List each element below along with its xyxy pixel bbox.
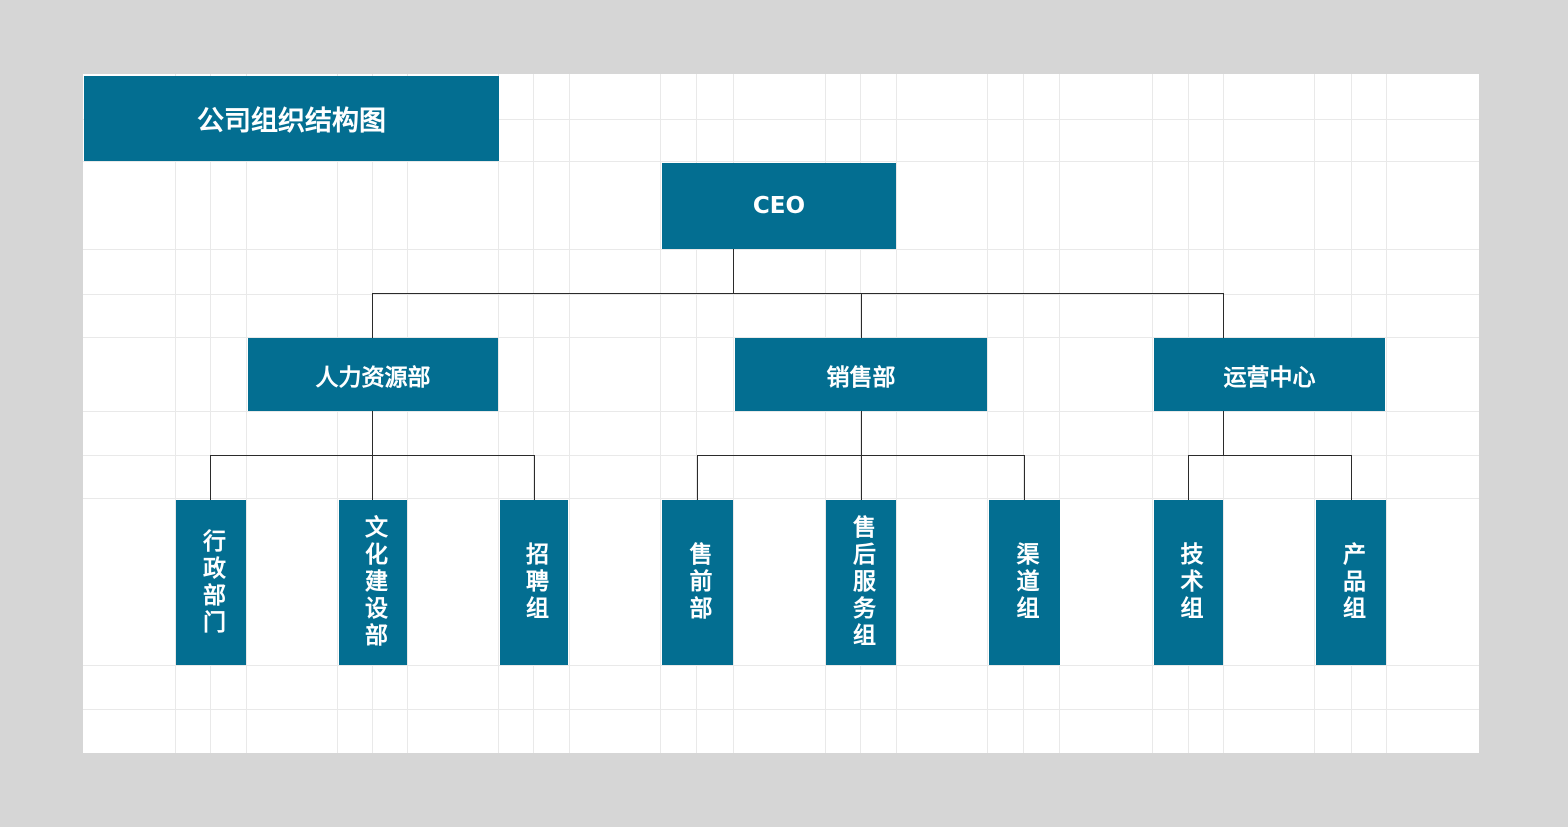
connector-to-admin — [210, 455, 211, 500]
grid-line — [1152, 74, 1153, 753]
connector-ops-down — [1223, 411, 1224, 456]
grid-line — [825, 74, 826, 753]
grid-line — [83, 498, 1479, 499]
grid-line — [860, 74, 861, 753]
grid-line — [83, 411, 1479, 412]
grid-line — [83, 161, 1479, 162]
grid-line — [83, 119, 1479, 120]
grid-line — [1386, 74, 1387, 753]
grid-line — [896, 74, 897, 753]
node-team-aftersales: 售后服务组 — [826, 500, 896, 665]
grid-line — [1059, 74, 1060, 753]
node-team-recruit: 招聘组 — [500, 500, 568, 665]
connector-dept-bus — [372, 293, 1224, 294]
grid-line — [83, 294, 1479, 295]
grid-line — [83, 665, 1479, 666]
node-team-channel: 渠道组 — [989, 500, 1060, 665]
grid-line — [175, 74, 176, 753]
connector-to-recruit — [534, 455, 535, 500]
connector-hr-down — [372, 411, 373, 456]
grid-line — [337, 74, 338, 753]
node-ceo: CEO — [662, 163, 896, 249]
connector-to-presales — [697, 455, 698, 500]
grid-line — [1314, 74, 1315, 753]
connector-to-culture — [372, 455, 373, 500]
org-chart-canvas: 公司组织结构图 CEO 人力资源部 销售部 运营中心 行政部门 文化建设部 招聘… — [83, 74, 1479, 753]
grid-line — [83, 709, 1479, 710]
node-dept-hr: 人力资源部 — [248, 338, 498, 411]
grid-line — [83, 337, 1479, 338]
connector-to-sales — [861, 293, 862, 338]
grid-line — [83, 249, 1479, 250]
node-team-presales: 售前部 — [662, 500, 733, 665]
grid-line — [569, 74, 570, 753]
node-team-culture: 文化建设部 — [339, 500, 407, 665]
connector-ceo-down — [733, 249, 734, 294]
node-dept-sales: 销售部 — [735, 338, 987, 411]
chart-title: 公司组织结构图 — [84, 76, 499, 161]
grid-line — [660, 74, 661, 753]
connector-to-hr — [372, 293, 373, 338]
connector-to-tech — [1188, 455, 1189, 500]
grid-line — [498, 74, 499, 753]
grid-line — [1023, 74, 1024, 753]
grid-line — [987, 74, 988, 753]
node-team-admin: 行政部门 — [176, 500, 246, 665]
grid-line — [696, 74, 697, 753]
grid-line — [246, 74, 247, 753]
node-dept-ops: 运营中心 — [1154, 338, 1385, 411]
grid-line — [1351, 74, 1352, 753]
connector-to-ops — [1223, 293, 1224, 338]
grid-line — [210, 74, 211, 753]
node-team-product: 产品组 — [1316, 500, 1386, 665]
connector-to-aftersales — [861, 455, 862, 500]
connector-to-product — [1351, 455, 1352, 500]
grid-line — [407, 74, 408, 753]
connector-ops-bus — [1188, 455, 1352, 456]
grid-line — [733, 74, 734, 753]
connector-to-channel — [1024, 455, 1025, 500]
connector-sales-down — [861, 411, 862, 456]
grid-line — [533, 74, 534, 753]
node-team-tech: 技术组 — [1154, 500, 1223, 665]
grid-line — [1188, 74, 1189, 753]
